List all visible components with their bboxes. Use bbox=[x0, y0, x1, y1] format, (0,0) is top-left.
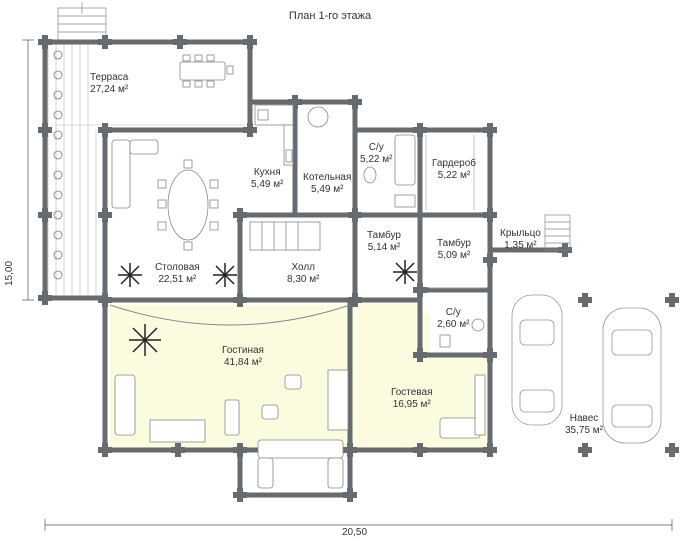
boiler bbox=[307, 106, 329, 128]
porch-steps bbox=[544, 214, 571, 251]
living-sofas bbox=[114, 369, 486, 489]
plan-title: План 1-го этажа bbox=[288, 10, 372, 22]
room-dining: Столовая 22,51 м² bbox=[155, 262, 200, 286]
dimension-lines bbox=[22, 39, 673, 531]
terrace-dining-set bbox=[179, 54, 234, 88]
room-name: Столовая bbox=[155, 262, 200, 273]
room-wc-2: С/у 2,60 м² bbox=[437, 307, 469, 331]
room-name: Гостиная bbox=[222, 345, 264, 356]
kitchen-counters bbox=[254, 104, 294, 166]
room-name: Котельная bbox=[303, 172, 352, 183]
room-name: Навес bbox=[569, 413, 599, 424]
room-carport: Навес 35,75 м² bbox=[565, 413, 603, 437]
dining-sofa bbox=[111, 139, 159, 209]
room-name: С/у bbox=[445, 307, 461, 318]
room-area: 2,60 м² bbox=[437, 319, 470, 330]
room-area: 8,30 м² bbox=[287, 274, 320, 285]
room-terrace: Терраса 27,24 м² bbox=[90, 72, 128, 96]
room-name: Гостевая bbox=[391, 387, 433, 398]
room-name: Холл bbox=[291, 262, 316, 273]
room-boiler: Котельная 5,49 м² bbox=[303, 172, 351, 196]
room-area: 1,35 м² bbox=[504, 240, 537, 251]
room-guest: Гостевая 16,95 м² bbox=[391, 387, 433, 411]
wardrobe-rails bbox=[425, 135, 486, 289]
room-area: 22,51 м² bbox=[158, 274, 197, 285]
room-porch: Крыльцо 1,35 м² bbox=[500, 228, 541, 252]
room-area: 5,09 м² bbox=[437, 250, 471, 261]
room-area: 35,75 м² bbox=[565, 425, 604, 436]
room-wc-1: С/у 5,22 м² bbox=[360, 142, 392, 166]
room-name: Тамбур bbox=[437, 238, 471, 249]
room-area: 27,24 м² bbox=[90, 84, 129, 95]
room-area: 5,22 м² bbox=[360, 154, 393, 165]
dining-table bbox=[157, 159, 219, 251]
room-vestibule-1: Тамбур 5,14 м² bbox=[367, 230, 401, 254]
living-arc bbox=[109, 304, 351, 326]
bathroom-fixtures bbox=[363, 134, 485, 348]
terrace-plants bbox=[53, 50, 63, 280]
room-area: 5,22 м² bbox=[437, 170, 471, 181]
hall-staircase bbox=[249, 221, 321, 251]
room-name: Терраса bbox=[90, 72, 129, 83]
room-wardrobe: Гардероб 5,22 м² bbox=[432, 158, 476, 182]
room-hall: Холл 8,30 м² bbox=[287, 262, 319, 286]
plant-stars bbox=[118, 260, 417, 356]
room-area: 16,95 м² bbox=[392, 399, 431, 410]
terrace-stairs bbox=[57, 2, 107, 41]
room-living: Гостиная 41,84 м² bbox=[222, 345, 264, 369]
room-area: 5,49 м² bbox=[310, 184, 344, 195]
room-vestibule-2: Тамбур 5,09 м² bbox=[437, 238, 471, 262]
room-name: Крыльцо bbox=[500, 228, 541, 239]
room-name: Гардероб bbox=[432, 158, 476, 169]
room-name: Тамбур bbox=[367, 230, 401, 241]
dimension-height: 15,00 bbox=[4, 260, 15, 286]
room-area: 5,49 м² bbox=[251, 179, 284, 190]
dimension-width: 20,50 bbox=[342, 527, 368, 538]
cars bbox=[511, 294, 662, 444]
room-name: С/у bbox=[368, 142, 384, 153]
room-kitchen: Кухня 5,49 м² bbox=[251, 167, 283, 191]
room-name: Кухня bbox=[253, 167, 281, 178]
room-area: 41,84 м² bbox=[223, 357, 262, 368]
room-area: 5,14 м² bbox=[367, 242, 401, 253]
